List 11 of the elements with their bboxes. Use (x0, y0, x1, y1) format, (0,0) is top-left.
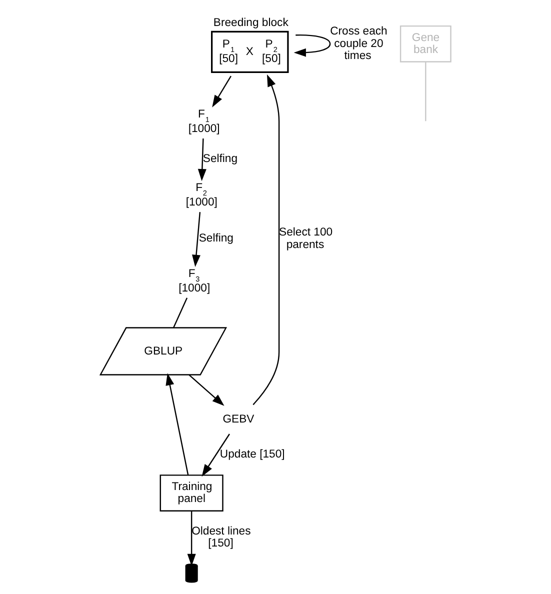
node-text: GEBV (222, 413, 254, 426)
edge-label: Cross each couple 20 times (330, 26, 388, 62)
node-label: Breeding block (213, 17, 288, 30)
node-text: F$_{2}$ [1000] (186, 182, 218, 209)
node-text: F$_{1}$ [1000] (188, 108, 220, 135)
node-text: F$_{3}$ [1000] (178, 268, 210, 294)
edge-label: Oldest lines [150] (192, 525, 251, 550)
edge-label: Selfing (202, 152, 238, 165)
edge-label: Update [150] (220, 448, 285, 461)
edge-label: Selfing (198, 232, 234, 245)
edge-label: Select 100 parents (279, 226, 333, 251)
